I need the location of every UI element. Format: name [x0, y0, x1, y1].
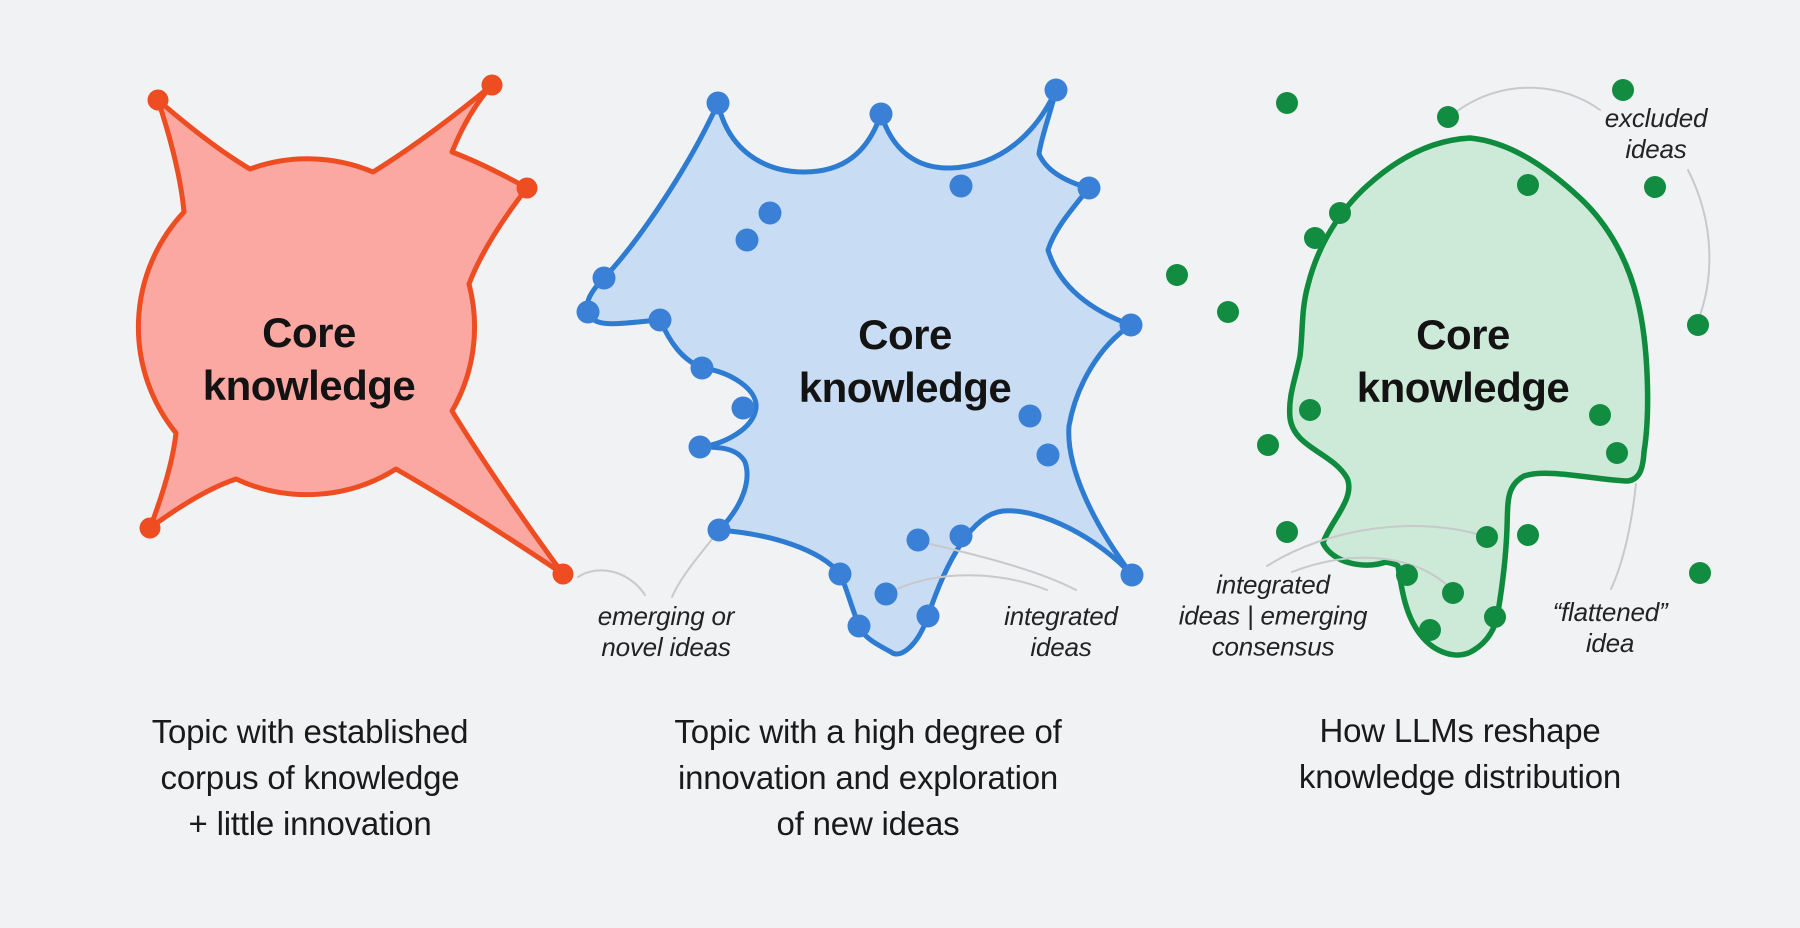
blue-blob-idea-dot [847, 614, 871, 638]
blue-blob-idea-dot [949, 524, 973, 548]
blue-blob-idea-dot [828, 562, 852, 586]
green-blob-idea-dot [1606, 442, 1628, 464]
connector-curve-0 [577, 569, 646, 596]
connector-curve-6 [1455, 86, 1601, 113]
blue-blob-idea-dot [869, 102, 893, 126]
red-blob-idea-dot [552, 563, 574, 585]
blue-blob-idea-dot [1044, 78, 1068, 102]
green-blob-idea-dot [1304, 227, 1326, 249]
green-blob-idea-dot [1396, 564, 1418, 586]
annotation-integrated-emerging-consensus: integrated ideas | emerging consensus [1178, 569, 1368, 662]
blue-blob-idea-dot [707, 518, 731, 542]
green-blob-idea-dot [1166, 264, 1188, 286]
blue-blob-idea-dot [916, 604, 940, 628]
blue-blob-idea-dot [1119, 313, 1143, 337]
caption-established-topic: Topic with established corpus of knowled… [151, 713, 469, 842]
blue-blob-idea-dot [731, 396, 755, 420]
blue-blob-idea-dot [1018, 404, 1042, 428]
green-blob-idea-dot [1329, 202, 1351, 224]
connector-curve-3 [889, 574, 1048, 593]
blue-blob-idea-dot [1120, 563, 1144, 587]
blue-blob-idea-dot [1077, 176, 1101, 200]
connector-curve-1 [671, 533, 717, 598]
green-blob-idea-dot [1257, 434, 1279, 456]
green-blob-idea-dot [1689, 562, 1711, 584]
caption-llm-reshape: How LLMs reshape knowledge distribution [1298, 712, 1622, 795]
blue-blob-idea-dot [706, 91, 730, 115]
blue-blob-idea-dot [758, 201, 782, 225]
green-blob-idea-dot [1484, 606, 1506, 628]
blue-blob-idea-dot [1036, 443, 1060, 467]
connector-curve-8 [1610, 483, 1637, 590]
green-blob-idea-dot [1217, 301, 1239, 323]
connector-curve-4 [1266, 525, 1485, 567]
blue-blob-idea-dot [690, 356, 714, 380]
green-blob-idea-dot [1612, 79, 1634, 101]
connector-curve-7 [1687, 169, 1711, 319]
green-blob-idea-dot [1276, 521, 1298, 543]
green-blob-outline [1286, 135, 1651, 658]
red-blob-outline [135, 82, 566, 577]
green-blob-idea-dot [1687, 314, 1709, 336]
annotation-excluded-ideas: excluded ideas [1604, 103, 1708, 164]
red-blob-idea-dot [481, 74, 503, 96]
caption-innovation-topic: Topic with a high degree of innovation a… [674, 713, 1062, 842]
blue-blob-idea-dot [906, 528, 930, 552]
green-blob-idea-dot [1517, 174, 1539, 196]
red-blob-idea-dot [147, 89, 169, 111]
green-blob-idea-dot [1476, 526, 1498, 548]
green-blob-idea-dot [1442, 582, 1464, 604]
red-blob-idea-dot [516, 177, 538, 199]
core-knowledge-title-red: Core knowledge [202, 309, 416, 409]
blue-blob-idea-dot [648, 308, 672, 332]
green-blob-idea-dot [1419, 619, 1441, 641]
blue-blob-idea-dot [576, 300, 600, 324]
annotation-flattened-idea: “flattened” idea [1552, 597, 1668, 658]
annotation-emerging-novel-ideas: emerging or novel ideas [597, 601, 735, 662]
annotation-integrated-ideas: integrated ideas [1004, 601, 1118, 662]
core-knowledge-title-green: Core knowledge [1356, 311, 1570, 411]
red-blob-idea-dot [139, 517, 161, 539]
blue-blob-idea-dot [735, 228, 759, 252]
green-blob-idea-dot [1644, 176, 1666, 198]
green-blob-idea-dot [1517, 524, 1539, 546]
green-blob-idea-dot [1299, 399, 1321, 421]
connector-curve-5 [1291, 556, 1451, 589]
blue-blob-idea-dot [592, 266, 616, 290]
green-blob-idea-dot [1589, 404, 1611, 426]
core-knowledge-title-blue: Core knowledge [798, 311, 1012, 411]
green-blob-idea-dot [1276, 92, 1298, 114]
blue-blob-idea-dot [688, 435, 712, 459]
connector-curve-2 [925, 542, 1077, 591]
blue-blob-idea-dot [949, 174, 973, 198]
green-blob-idea-dot [1437, 106, 1459, 128]
blue-blob-idea-dot [874, 582, 898, 606]
